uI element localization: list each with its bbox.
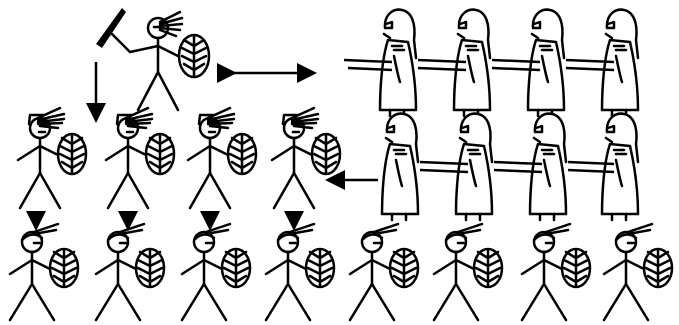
warrior-figure [272,108,340,208]
chief-figure [96,8,209,110]
warrior-figure [18,108,86,208]
woman-figure [456,114,492,220]
woman-figure [530,114,566,220]
young-warrior-figure [604,224,672,320]
women-row-2 [382,114,638,220]
young-warriors-row [10,224,672,320]
young-warrior-figure [10,224,78,320]
young-warrior-figure [266,224,334,320]
young-warrior-figure [522,224,590,320]
women-row-2-links [420,162,614,172]
woman-figure [382,114,418,220]
woman-figure [602,114,638,220]
young-warrior-figure [182,224,250,320]
young-warrior-figure [434,224,502,320]
warrior-figure [106,108,174,208]
young-warrior-figure [350,224,418,320]
women-row-1 [380,10,638,116]
warrior-figure [188,108,256,208]
warriors-row [18,108,340,208]
down-arrows-generation [36,212,294,226]
young-warrior-figure [96,224,164,320]
